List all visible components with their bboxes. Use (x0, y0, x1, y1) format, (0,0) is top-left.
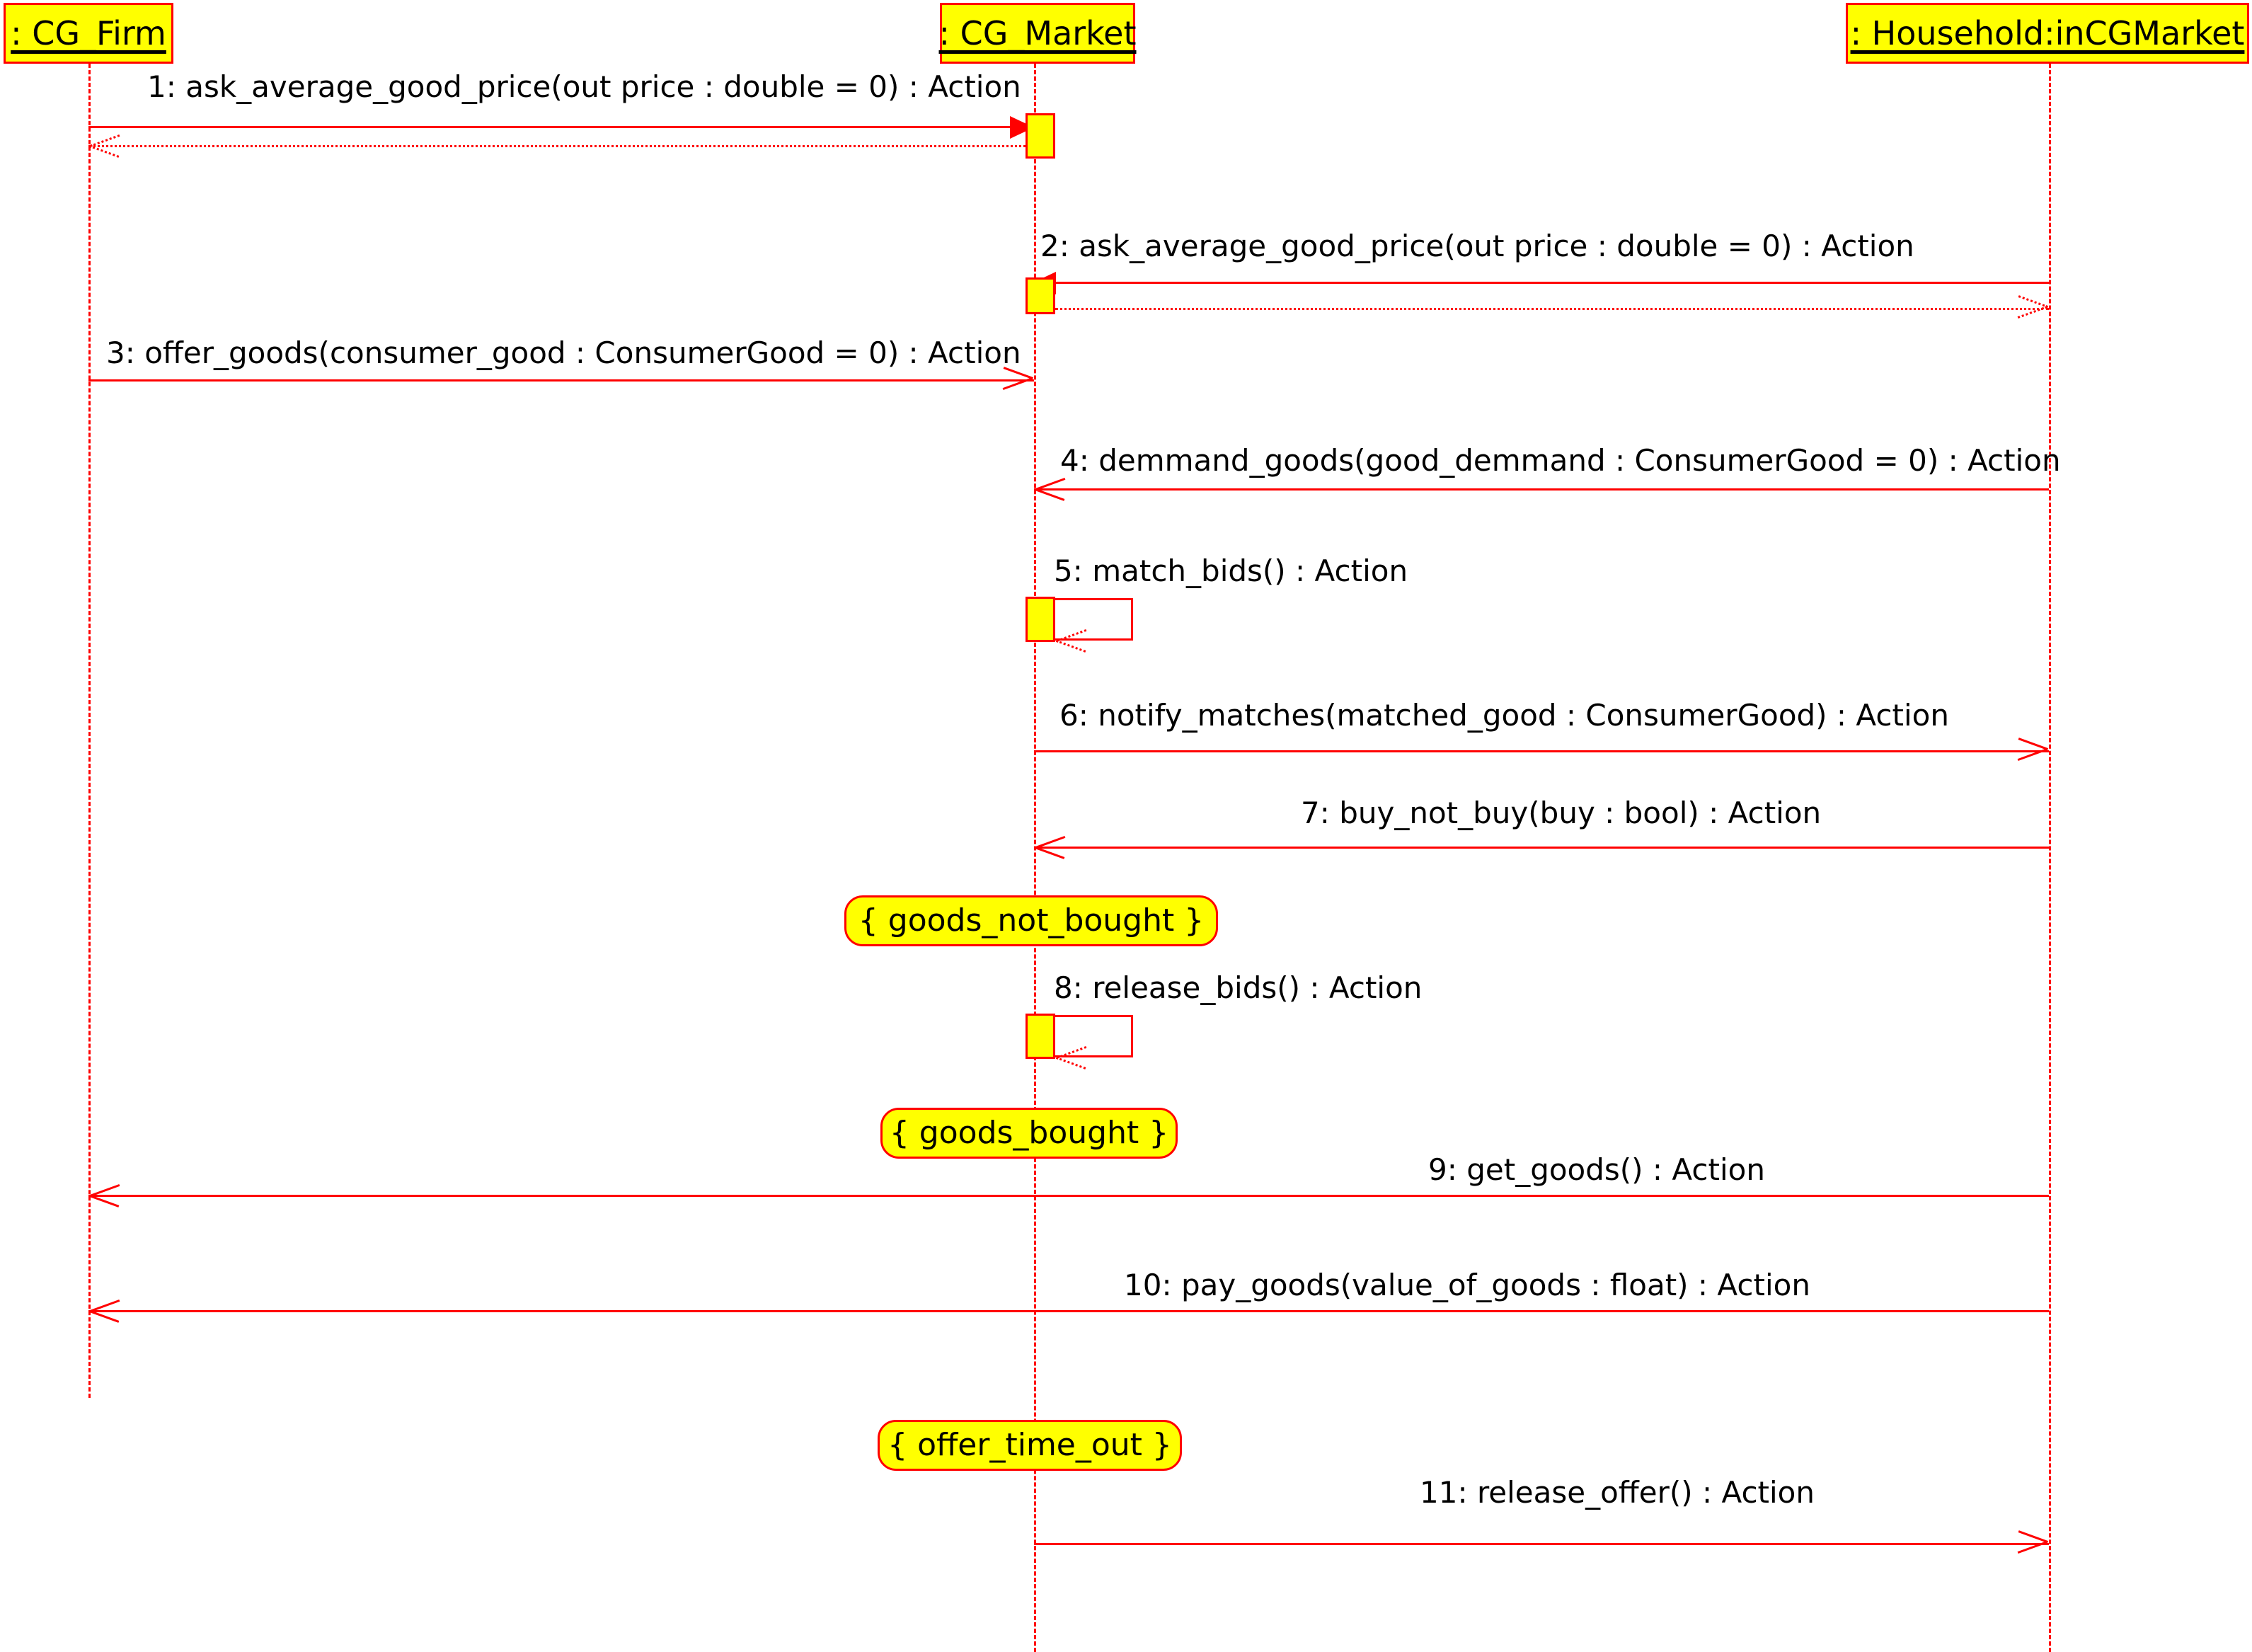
activation-bar-cg-market-5 (1026, 597, 1055, 642)
message-arrow-7[interactable] (1034, 847, 2049, 849)
message-label-1: 1: ask_average_good_price(out price : do… (147, 69, 1021, 104)
message-arrow-4[interactable] (1034, 488, 2049, 491)
lifeline-header-cg-market[interactable]: : CG_Market (938, 3, 1137, 64)
activation-bar-cg-market-1 (1026, 113, 1055, 159)
message-arrow-2[interactable] (1055, 282, 2049, 284)
message-arrow-11[interactable] (1034, 1543, 2049, 1545)
message-arrow-6[interactable] (1034, 750, 2049, 752)
lifeline-header-household[interactable]: : Household:inCGMarket (1846, 3, 2249, 64)
message-arrow-10[interactable] (88, 1310, 2049, 1312)
lifeline-header-label: : CG_Market (938, 14, 1137, 52)
lifeline-header-label: : CG_Firm (11, 14, 166, 52)
message-arrow-3[interactable] (88, 379, 1034, 382)
message-label-6: 6: notify_matches(matched_good : Consume… (1059, 698, 1949, 733)
message-label-4: 4: demmand_goods(good_demmand : Consumer… (1060, 443, 2061, 478)
lifeline-header-label: : Household:inCGMarket (1850, 14, 2245, 52)
message-label-8: 8: release_bids() : Action (1054, 970, 1423, 1005)
activation-bar-cg-market-8 (1026, 1014, 1055, 1059)
activation-bar-cg-market-2 (1026, 277, 1055, 314)
message-label-10: 10: pay_goods(value_of_goods : float) : … (1124, 1268, 1810, 1302)
message-arrow-9[interactable] (88, 1195, 2049, 1197)
state-marker-goods-bought[interactable]: { goods_bought } (880, 1108, 1178, 1159)
state-marker-offer-time-out[interactable]: { offer_time_out } (878, 1420, 1182, 1471)
lifeline-cg-firm (88, 64, 91, 1398)
message-return-arrow-1[interactable] (88, 145, 1026, 147)
self-message-loop-8[interactable] (1055, 1015, 1133, 1057)
message-label-2: 2: ask_average_good_price(out price : do… (1040, 229, 1914, 263)
state-marker-label: { goods_bought } (889, 1115, 1169, 1151)
message-label-3: 3: offer_goods(consumer_good : ConsumerG… (106, 335, 1021, 370)
message-label-11: 11: release_offer() : Action (1420, 1475, 1815, 1510)
lifeline-header-cg-firm[interactable]: : CG_Firm (4, 3, 173, 64)
message-label-5: 5: match_bids() : Action (1054, 553, 1408, 588)
message-label-9: 9: get_goods() : Action (1428, 1152, 1765, 1187)
message-label-7: 7: buy_not_buy(buy : bool) : Action (1301, 796, 1822, 830)
lifeline-cg-market (1034, 64, 1036, 1652)
lifeline-household (2049, 64, 2051, 1652)
state-marker-label: { offer_time_out } (887, 1427, 1172, 1463)
message-arrow-1[interactable] (88, 126, 1034, 128)
message-return-arrow-2[interactable] (1055, 308, 2049, 310)
state-marker-label: { goods_not_bought } (858, 902, 1205, 939)
self-message-loop-5[interactable] (1055, 598, 1133, 641)
state-marker-goods-not-bought[interactable]: { goods_not_bought } (844, 895, 1218, 946)
